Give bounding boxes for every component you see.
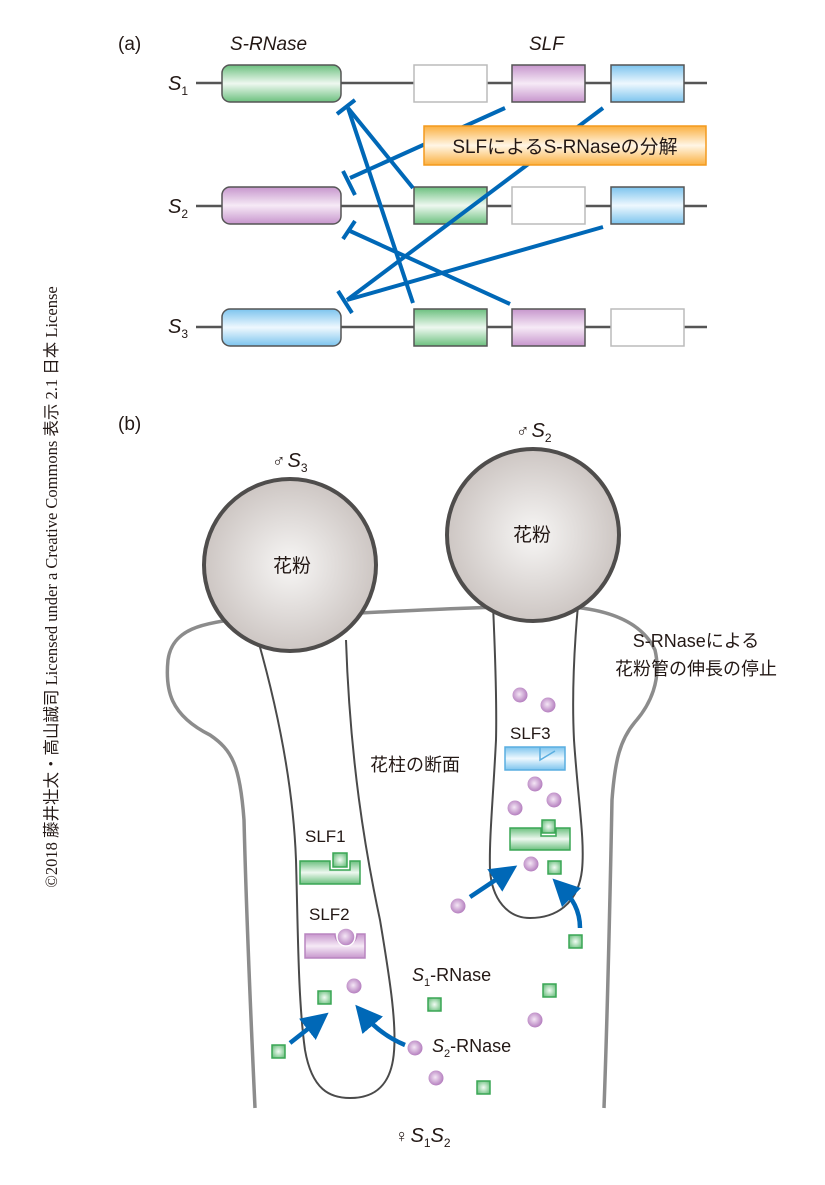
haplotype-label-s2: S2	[168, 196, 188, 221]
s2-rnase-molecule	[527, 776, 543, 792]
callout-slf-degradation: SLFによるS-RNaseの分解	[423, 125, 707, 166]
arrest-label-line2: 花粉管の伸長の停止	[615, 659, 777, 679]
slf1-protein	[299, 852, 361, 885]
haplotype-label-s1: S1	[168, 73, 188, 98]
s2-rnase-molecule	[540, 697, 556, 713]
s2-rnase-bound	[336, 927, 356, 947]
s1-rnase-molecule	[427, 997, 442, 1012]
s2-rnase-molecule	[428, 1070, 444, 1086]
s3-slf-white	[610, 308, 685, 347]
style-outline	[165, 604, 659, 1109]
s1-rnase-label: S1-RNase	[412, 965, 491, 989]
s1-rnase-molecule	[547, 860, 562, 875]
s2-rnase-molecule	[346, 978, 362, 994]
s1-rnase-molecule	[317, 990, 332, 1005]
s2-rnase-molecules	[346, 687, 562, 1086]
s2-rnase-molecule	[527, 1012, 543, 1028]
arrow-uptake-left-ball	[355, 1004, 406, 1048]
s1-rnase-molecule	[568, 934, 583, 949]
s2-rnase-molecule	[523, 856, 539, 872]
pollen-right-text: 花粉	[513, 524, 551, 546]
t-bar-s2rnase-upper	[341, 170, 357, 196]
pollen-grain-right	[445, 447, 621, 623]
s2-rnase-molecule	[507, 800, 523, 816]
haplotype-row-s2: S2	[168, 186, 707, 225]
s2-rnase-molecule	[450, 898, 466, 914]
uptake-arrows	[288, 865, 583, 1048]
inhibit-s3green-s1rnase	[346, 107, 415, 304]
slf2-protein	[304, 927, 366, 959]
s1-rnase-molecule	[271, 1044, 286, 1059]
inhibit-s2green-s1rnase	[346, 106, 415, 190]
s1-slf-purple	[511, 64, 586, 103]
pollen-left-genotype: ♂S3	[272, 450, 308, 475]
slf1-label: SLF1	[305, 827, 346, 846]
slf3-label: SLF3	[510, 724, 551, 743]
panel-a-label: (a)	[118, 34, 141, 55]
s2-rnase-molecule	[546, 792, 562, 808]
s2-rnase-molecule	[512, 687, 528, 703]
female-genotype: ♀S1S2	[395, 1125, 451, 1150]
inhibit-s3purple-s2rnase	[349, 229, 511, 306]
s3-rnase-gene	[221, 308, 342, 347]
inhibition-lines	[335, 98, 605, 315]
haplotype-row-s3: S3	[168, 308, 707, 347]
style-section-label: 花柱の断面	[370, 755, 460, 775]
s1-rnase-gene	[221, 64, 342, 103]
slf3-protein	[504, 746, 566, 771]
panel-b-label: (b)	[118, 414, 141, 435]
pollen-grain-left	[202, 477, 378, 653]
s1-rnase-bound	[332, 852, 348, 868]
s1-slf-white	[413, 64, 488, 103]
header-slf: SLF	[529, 34, 565, 55]
t-bar-s3rnase	[336, 289, 354, 315]
s1-rnase-molecule	[476, 1080, 491, 1095]
arrow-uptake-right-ball	[468, 865, 518, 899]
arrow-uptake-right-square	[552, 878, 583, 929]
t-bar-s1rnase	[335, 98, 357, 116]
s2-slf-white	[511, 186, 586, 225]
s2-rnase-label: S2-RNase	[432, 1036, 511, 1060]
pollen-right-genotype: ♂S2	[516, 420, 552, 445]
s2-rnase-molecule	[407, 1040, 423, 1056]
s1-rnase-molecules	[271, 860, 583, 1095]
slf2-label: SLF2	[309, 905, 350, 924]
s1-slf-blue	[610, 64, 685, 103]
slf-green-right-protein	[509, 819, 571, 851]
s2-rnase-gene	[221, 186, 342, 225]
t-bar-s2rnase-lower	[341, 219, 357, 241]
s3-slf-green	[413, 308, 488, 347]
arrest-label-line1: S-RNaseによる	[633, 631, 759, 651]
header-s-rnase: S-RNase	[230, 34, 307, 55]
arrow-uptake-left-square	[288, 1012, 329, 1045]
callout-text: SLFによるS-RNaseの分解	[452, 136, 677, 158]
haplotype-row-s1: S1	[168, 64, 707, 103]
s1-rnase-molecule	[542, 983, 557, 998]
haplotype-label-s3: S3	[168, 316, 188, 341]
s2-slf-blue	[610, 186, 685, 225]
pollen-left-text: 花粉	[273, 555, 311, 577]
inhibit-s2blue-s3rnase	[346, 225, 604, 302]
s3-slf-purple	[511, 308, 586, 347]
